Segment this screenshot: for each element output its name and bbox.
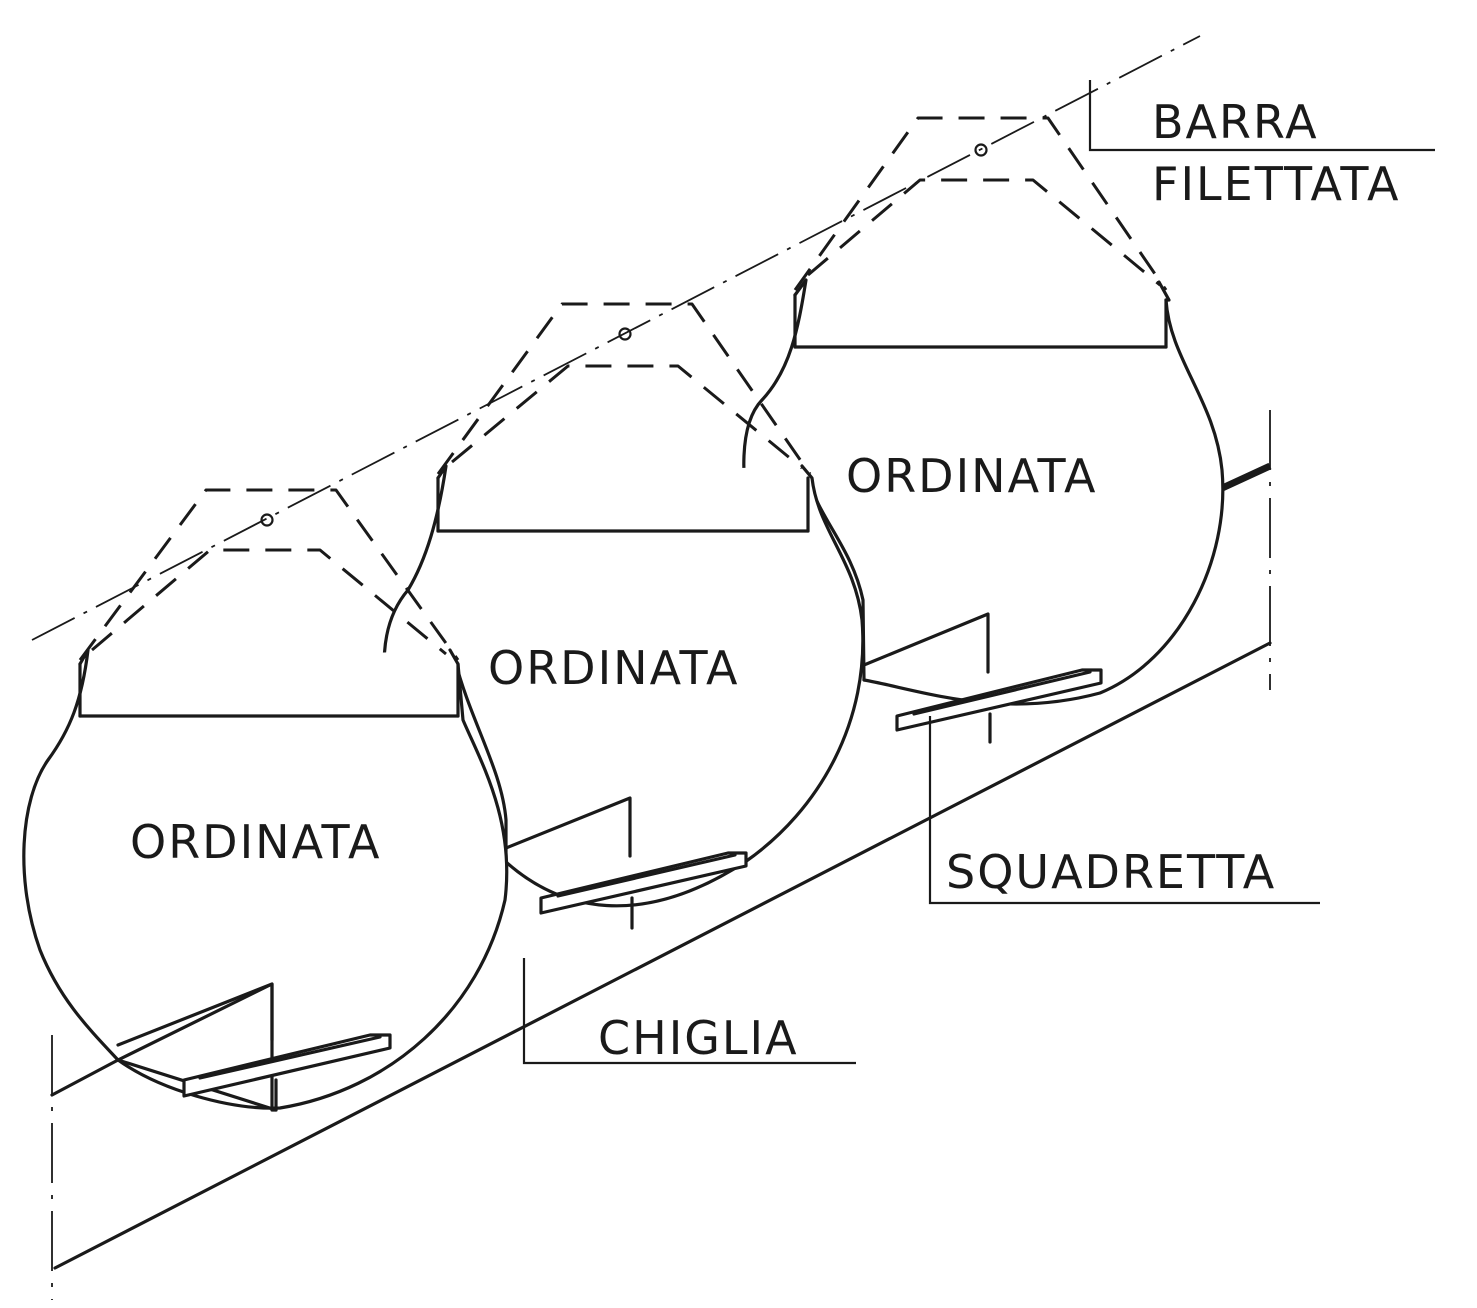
threaded-bar-leader xyxy=(1088,80,1435,152)
frame-3 xyxy=(742,278,1225,706)
bracket-2 xyxy=(504,796,748,930)
frame-3-label: ORDINATA xyxy=(846,449,1097,503)
clamp-2 xyxy=(436,302,812,475)
frame-2-label: ORDINATA xyxy=(488,641,739,695)
threaded-bar-label-line1: BARRA xyxy=(1152,95,1319,149)
bracket-1 xyxy=(116,982,392,1112)
bracket-3 xyxy=(862,612,1103,744)
frame-2 xyxy=(382,464,865,908)
clamp-1 xyxy=(78,488,460,661)
frame-1-label: ORDINATA xyxy=(130,815,381,869)
keel-leader xyxy=(522,958,856,1065)
frame-1 xyxy=(22,648,509,1110)
clamp-3 xyxy=(793,116,1168,291)
bracket-leader xyxy=(928,716,1320,905)
threaded-bar-centerline xyxy=(31,35,1201,641)
threaded-bar-label-line2: FILETTATA xyxy=(1152,157,1400,211)
bracket-label: SQUADRETTA xyxy=(946,845,1276,899)
keel-label: CHIGLIA xyxy=(598,1011,799,1065)
